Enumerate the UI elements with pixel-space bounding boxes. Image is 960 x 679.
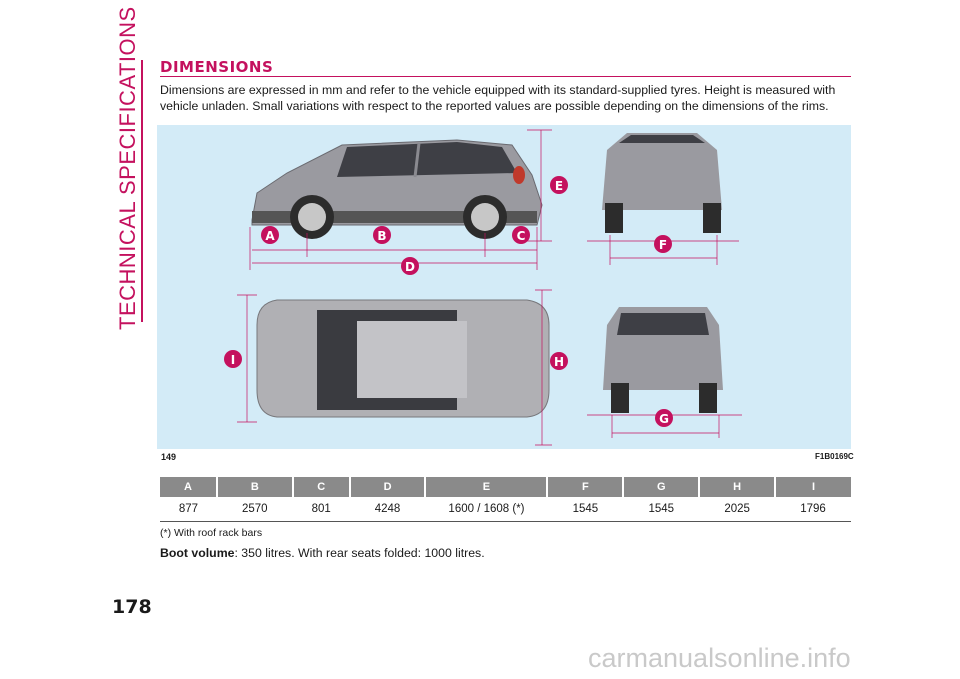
- table-cell: 2570: [216, 497, 293, 522]
- table-header: G: [623, 477, 701, 497]
- table-header: B: [216, 477, 294, 497]
- table-cell: 877: [160, 497, 217, 522]
- table-header: I: [775, 477, 851, 497]
- svg-text:E: E: [555, 179, 563, 193]
- table-row: 877 2570 801 4248 1600 / 1608 (*) 1545 1…: [160, 497, 851, 522]
- table-cell: 801: [292, 497, 350, 522]
- svg-text:H: H: [554, 355, 564, 369]
- label-f: F: [654, 235, 672, 253]
- figure-number: 149: [161, 452, 177, 462]
- svg-text:B: B: [377, 229, 386, 243]
- svg-text:A: A: [265, 229, 275, 243]
- label-d: D: [401, 257, 419, 275]
- label-c: C: [512, 226, 530, 244]
- table-cell: 1600 / 1608 (*): [425, 497, 548, 522]
- table-cell: 1545: [547, 497, 624, 522]
- svg-text:G: G: [659, 412, 669, 426]
- dimensions-table: A B C D E F G H I 877 2570 801 4248 1600…: [160, 477, 851, 522]
- dimensions-diagram: A B C D E F G H I: [224, 129, 742, 446]
- title-divider: [160, 76, 851, 77]
- label-i: I: [224, 350, 242, 368]
- table-header: E: [425, 477, 549, 497]
- side-view-car: [251, 139, 543, 239]
- label-g: G: [655, 409, 673, 427]
- table-header: H: [699, 477, 777, 497]
- table-cell: 4248: [349, 497, 426, 522]
- section-side-title-text: TECHNICAL SPECIFICATIONS: [115, 6, 140, 330]
- table-header: F: [547, 477, 625, 497]
- svg-text:I: I: [231, 353, 235, 367]
- label-e: E: [550, 176, 568, 194]
- svg-text:C: C: [517, 229, 526, 243]
- table-cell: 1796: [775, 497, 851, 522]
- footnote: (*) With roof rack bars: [160, 527, 263, 539]
- svg-text:D: D: [405, 260, 415, 274]
- label-h: H: [550, 352, 568, 370]
- table-cell: 2025: [699, 497, 776, 522]
- label-b: B: [373, 226, 391, 244]
- table-header: D: [349, 477, 427, 497]
- intro-paragraph: Dimensions are expressed in mm and refer…: [160, 83, 836, 113]
- dimensions-figure: A B C D E F G H I: [157, 125, 851, 449]
- label-a: A: [261, 226, 279, 244]
- figure-code: F1B0169C: [815, 452, 854, 461]
- svg-text:F: F: [659, 238, 667, 252]
- watermark: carmanualsonline.info: [588, 643, 851, 673]
- boot-volume: Boot volume: 350 litres. With rear seats…: [160, 546, 485, 560]
- page-number: 178: [112, 596, 152, 618]
- table-header: C: [292, 477, 351, 497]
- front-view-car: [602, 133, 722, 233]
- table-header: A: [160, 477, 218, 497]
- table-header-row: A B C D E F G H I: [160, 477, 851, 497]
- side-divider: [141, 60, 143, 322]
- boot-volume-label: Boot volume: [160, 546, 235, 560]
- boot-volume-text: : 350 litres. With rear seats folded: 10…: [234, 546, 485, 560]
- section-title: DIMENSIONS: [160, 58, 274, 76]
- table-cell: 1545: [623, 497, 700, 522]
- top-view-car: [256, 299, 550, 418]
- rear-view-car: [603, 307, 723, 413]
